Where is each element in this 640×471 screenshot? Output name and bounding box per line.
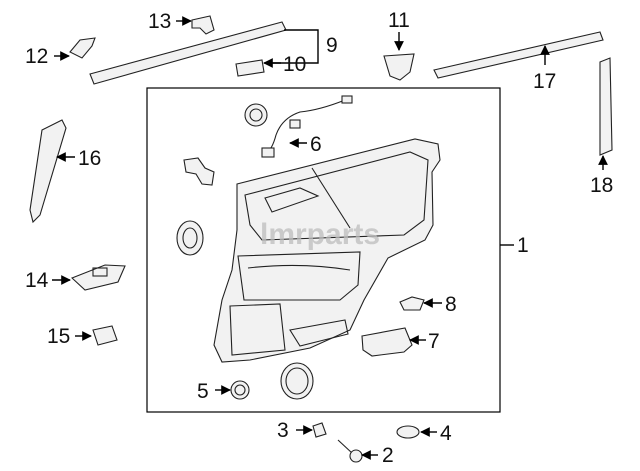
inner-handle-part-7 — [361, 327, 413, 357]
door-panel-assembly-box — [146, 87, 501, 413]
callout-6: 6 — [310, 133, 322, 156]
speaker-grommet-top — [244, 103, 268, 127]
callout-1: 1 — [517, 234, 529, 257]
cover-part-11 — [383, 53, 415, 81]
callout-10: 10 — [283, 53, 306, 76]
callout-3: 3 — [277, 419, 289, 442]
callout-16: 16 — [78, 147, 101, 170]
callout-4: 4 — [440, 422, 452, 445]
molding-part-17 — [433, 31, 604, 79]
wire-harness — [261, 95, 353, 158]
callout-2: 2 — [382, 444, 394, 467]
piece-part-13 — [191, 15, 215, 35]
tweeter-speaker — [176, 220, 204, 256]
callout-13: 13 — [148, 10, 171, 33]
grommet-part-5 — [230, 380, 250, 400]
clip-part-8 — [399, 296, 425, 311]
bracket-clip — [183, 157, 215, 186]
callout-12: 12 — [25, 45, 48, 68]
cap-part-12 — [69, 37, 96, 59]
cap-part-4 — [396, 425, 420, 439]
callout-5: 5 — [197, 380, 209, 403]
connector-part-15 — [92, 325, 118, 346]
speaker-ring — [280, 362, 314, 400]
watermark-logo: lmrparts — [260, 218, 380, 251]
callout-15: 15 — [47, 325, 70, 348]
callout-11: 11 — [388, 9, 410, 32]
screw-part-2 — [337, 439, 363, 463]
callout-8: 8 — [445, 293, 457, 316]
callout-14: 14 — [25, 269, 49, 292]
door-trim-panel — [213, 138, 441, 363]
belt-molding-part-9 — [89, 21, 287, 85]
callout-18: 18 — [590, 174, 613, 197]
clip-part-10 — [235, 59, 265, 77]
clip-part-3 — [312, 422, 327, 438]
pillar-part-18 — [599, 57, 613, 156]
frame-part-16 — [29, 119, 67, 224]
callout-9: 9 — [326, 34, 338, 57]
callout-17: 17 — [533, 70, 556, 93]
callout-7: 7 — [428, 330, 440, 353]
leader-9 — [270, 29, 319, 64]
switch-panel-part-14 — [70, 264, 126, 291]
